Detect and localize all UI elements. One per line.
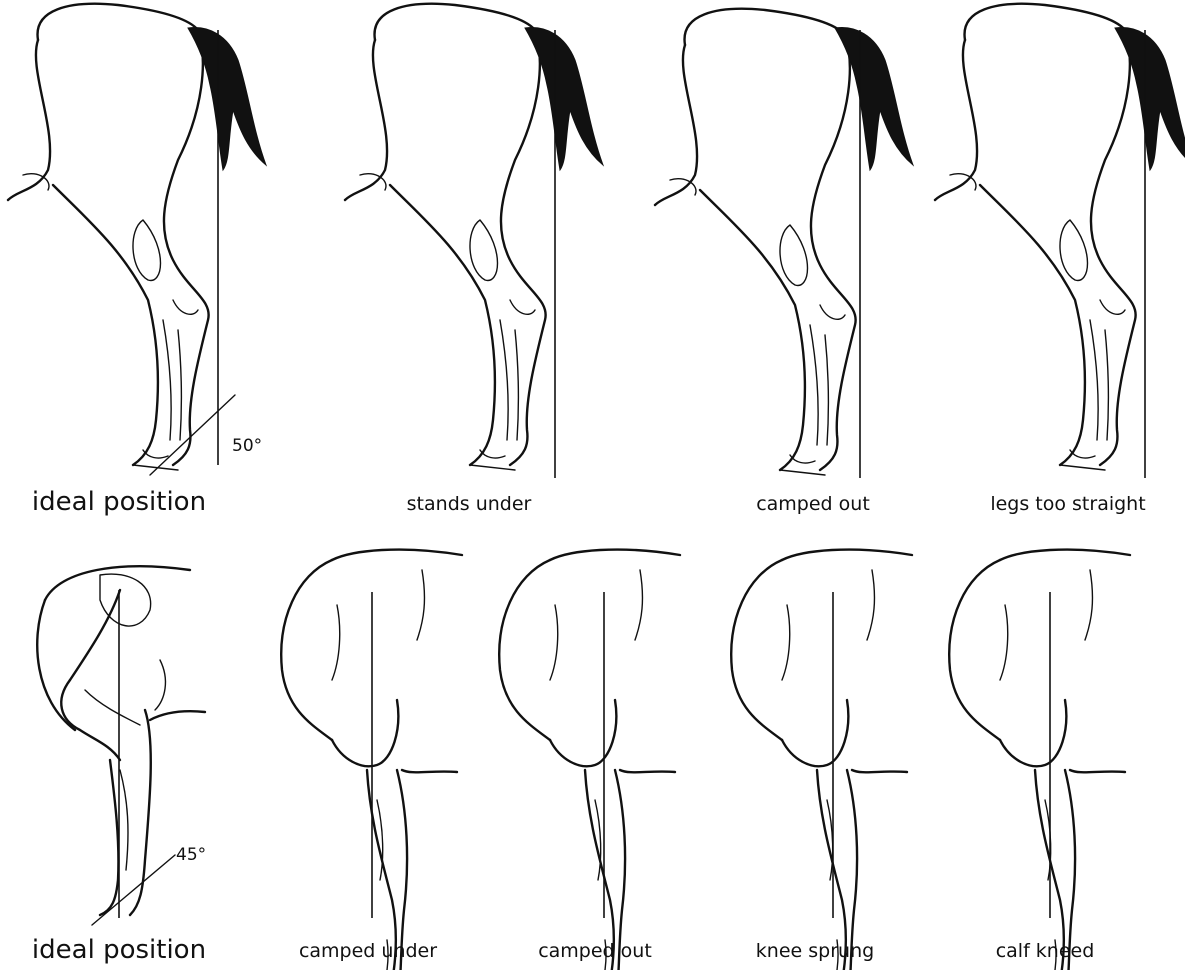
fore-camped-under-drawing (281, 550, 462, 970)
label-stands-under: stands under (407, 493, 532, 515)
hind-camped-out-drawing (655, 9, 913, 478)
hind-stands-under-drawing (345, 4, 603, 478)
label-hind-ideal-position: ideal position (32, 487, 206, 517)
label-legs-too-straight: legs too straight (990, 493, 1145, 515)
fore-knee-sprung-drawing (731, 550, 912, 970)
fore-calf-kneed-drawing (949, 550, 1130, 970)
label-fore-camped-out: camped out (538, 940, 652, 962)
hind-angle-label: 50° (232, 436, 262, 456)
label-fore-ideal-position: ideal position (32, 935, 206, 965)
fore-camped-out-drawing (499, 550, 680, 970)
hind-legs-too-straight-drawing (935, 4, 1185, 478)
label-knee-sprung: knee sprung (756, 940, 874, 962)
fore-ideal-drawing (37, 566, 205, 925)
fore-angle-label: 45° (176, 845, 206, 865)
hind-ideal-drawing (8, 4, 266, 475)
label-calf-kneed: calf kneed (996, 940, 1095, 962)
label-camped-under: camped under (299, 940, 437, 962)
label-hind-camped-out: camped out (756, 493, 870, 515)
